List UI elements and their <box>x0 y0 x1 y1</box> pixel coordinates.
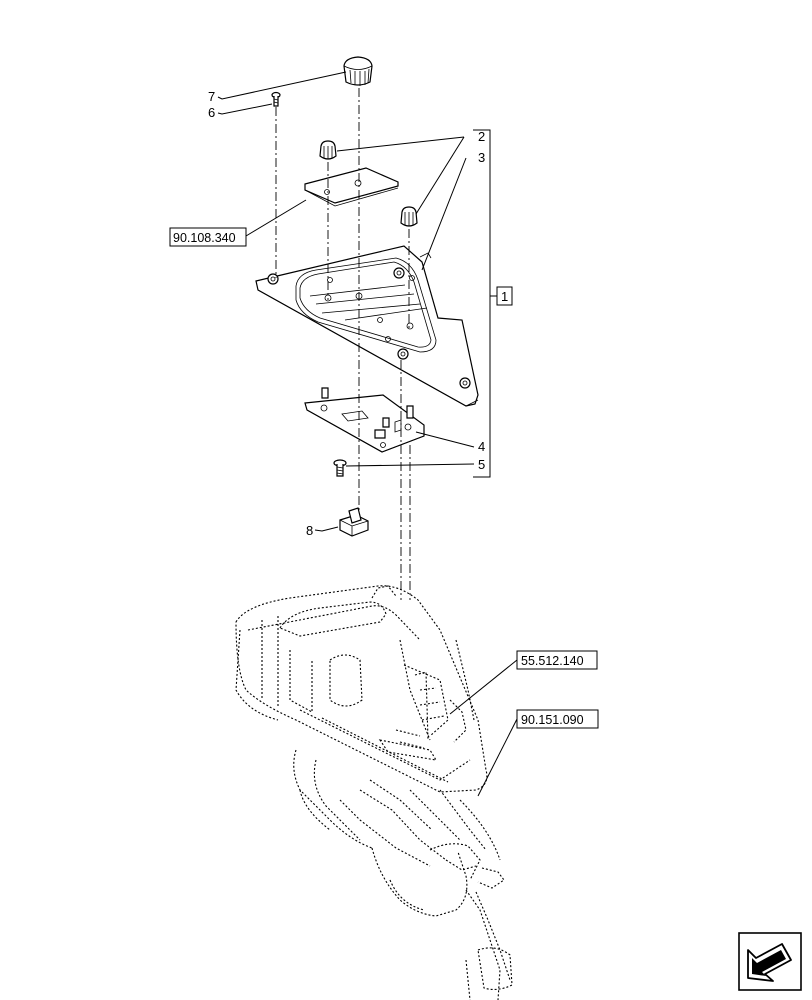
callout-leaders <box>217 71 518 797</box>
assembly-lines <box>275 88 411 600</box>
callout-labels: 7 6 2 3 4 5 8 1 <box>208 89 513 538</box>
arrow-next-page-icon[interactable] <box>738 932 802 991</box>
callout-6: 6 <box>208 105 215 120</box>
reference-harness-text[interactable]: 55.512.140 <box>521 654 584 668</box>
reference-harness-link[interactable]: 55.512.140 <box>516 650 598 670</box>
screw-part-6 <box>271 91 281 107</box>
circuit-board-part-4 <box>304 387 425 453</box>
screw-part-5 <box>333 459 347 477</box>
reference-cover-text[interactable]: 90.108.340 <box>173 231 236 245</box>
reference-console-link[interactable]: 90.151.090 <box>516 709 599 729</box>
callout-5: 5 <box>478 457 485 472</box>
knob-small-part-2a <box>319 140 337 160</box>
callout-4: 4 <box>478 439 485 454</box>
knob-small-part-2b <box>400 206 418 227</box>
panel-part-3 <box>255 245 479 407</box>
callout-3: 3 <box>478 150 485 165</box>
reference-cover-link[interactable]: 90.108.340 <box>169 227 247 247</box>
knob-large-part-7 <box>343 56 373 86</box>
callout-8: 8 <box>306 523 313 538</box>
callout-7: 7 <box>208 89 215 104</box>
callout-2: 2 <box>478 129 485 144</box>
callout-1: 1 <box>501 289 508 304</box>
callout-1-box <box>496 286 513 306</box>
console-assembly <box>235 585 513 1000</box>
reference-console-text[interactable]: 90.151.090 <box>521 713 584 727</box>
knob-base-part-8 <box>339 507 369 537</box>
gasket-cover <box>304 167 399 207</box>
